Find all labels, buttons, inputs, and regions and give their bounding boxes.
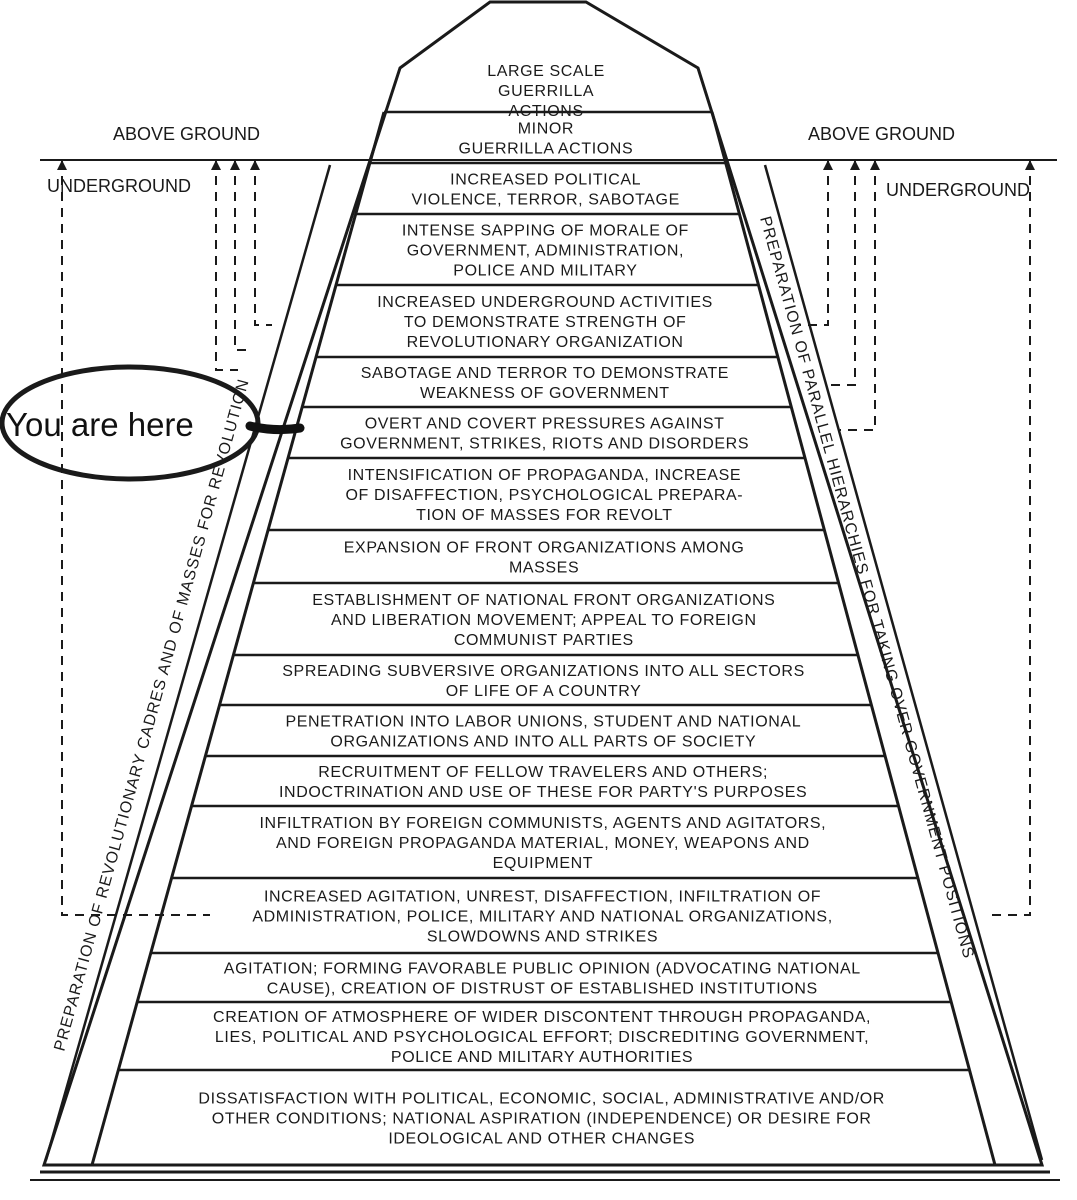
- tier-14-line: INFILTRATION BY FOREIGN COMMUNISTS, AGEN…: [260, 815, 827, 832]
- tier-15-line: ADMINISTRATION, POLICE, MILITARY AND NAT…: [252, 909, 832, 926]
- tier-8-line: OF DISAFFECTION, PSYCHOLOGICAL PREPARA-: [346, 487, 744, 504]
- tier-10-line: AND LIBERATION MOVEMENT; APPEAL TO FOREI…: [331, 612, 757, 629]
- tier-9-line: MASSES: [509, 560, 579, 577]
- tier-4-line: GOVERNMENT, ADMINISTRATION,: [407, 243, 684, 260]
- tier-1-line: GUERRILLA: [498, 83, 594, 100]
- above-ground-left-label: ABOVE GROUND: [113, 124, 260, 144]
- tier-14-line: AND FOREIGN PROPAGANDA MATERIAL, MONEY, …: [276, 835, 810, 852]
- tier-7-line: OVERT AND COVERT PRESSURES AGAINST: [365, 416, 725, 433]
- tier-10-line: COMMUNIST PARTIES: [454, 632, 634, 649]
- tier-18-line: IDEOLOGICAL AND OTHER CHANGES: [388, 1131, 695, 1148]
- tier-9-line: EXPANSION OF FRONT ORGANIZATIONS AMONG: [344, 540, 745, 557]
- tier-6-line: SABOTAGE AND TERROR TO DEMONSTRATE: [361, 365, 729, 382]
- underground-right-label: UNDERGROUND: [886, 180, 1030, 200]
- tier-4-line: INTENSE SAPPING OF MORALE OF: [402, 223, 689, 240]
- tier-1-line: ACTIONS: [508, 103, 583, 120]
- tier-3-line: VIOLENCE, TERROR, SABOTAGE: [411, 192, 679, 209]
- tier-5-line: TO DEMONSTRATE STRENGTH OF: [404, 314, 687, 331]
- pyramid-outline: [41, 0, 1045, 1167]
- tier-1-line: LARGE SCALE: [487, 63, 605, 80]
- tier-4-line: POLICE AND MILITARY: [453, 263, 637, 280]
- left-dashed-connectors: [61, 160, 272, 916]
- right-band-outer-edge: [763, 164, 1044, 1161]
- you-are-here-text: You are here: [6, 406, 194, 443]
- tier-16-line: AGITATION; FORMING FAVORABLE PUBLIC OPIN…: [224, 961, 861, 978]
- tier-15-line: SLOWDOWNS AND STRIKES: [427, 929, 658, 946]
- tier-5-line: REVOLUTIONARY ORGANIZATION: [407, 334, 684, 351]
- left-band-outer-edge: [44, 164, 332, 1161]
- tier-3-line: INCREASED POLITICAL: [450, 172, 641, 189]
- tier-11-line: OF LIFE OF A COUNTRY: [446, 683, 642, 700]
- tier-5-line: INCREASED UNDERGROUND ACTIVITIES: [377, 294, 713, 311]
- tier-2-line: MINOR: [518, 121, 574, 138]
- tier-6-line: WEAKNESS OF GOVERNMENT: [420, 385, 670, 402]
- tier-8-line: TION OF MASSES FOR REVOLT: [416, 507, 673, 524]
- tier-17-line: POLICE AND MILITARY AUTHORITIES: [391, 1049, 693, 1066]
- tier-13-line: RECRUITMENT OF FELLOW TRAVELERS AND OTHE…: [318, 764, 768, 781]
- ground-arrowheads: [57, 160, 1035, 170]
- tier-18-line: DISSATISFACTION WITH POLITICAL, ECONOMIC…: [198, 1091, 885, 1108]
- you-are-here-ellipse: [0, 364, 261, 482]
- tier-7-line: GOVERNMENT, STRIKES, RIOTS AND DISORDERS: [340, 436, 749, 453]
- you-are-here-pointer: [245, 421, 305, 435]
- right-dashed-connectors: [800, 160, 1031, 916]
- tier-17-line: CREATION OF ATMOSPHERE OF WIDER DISCONTE…: [213, 1009, 871, 1026]
- tier-15-line: INCREASED AGITATION, UNREST, DISAFFECTIO…: [264, 889, 821, 906]
- tier-12-line: PENETRATION INTO LABOR UNIONS, STUDENT A…: [285, 714, 801, 731]
- tier-17-line: LIES, POLITICAL AND PSYCHOLOGICAL EFFORT…: [215, 1029, 869, 1046]
- underground-left-label: UNDERGROUND: [47, 176, 191, 196]
- tier-12-line: ORGANIZATIONS AND INTO ALL PARTS OF SOCI…: [330, 734, 756, 751]
- above-ground-right-label: ABOVE GROUND: [808, 124, 955, 144]
- tier-8-line: INTENSIFICATION OF PROPAGANDA, INCREASE: [348, 467, 742, 484]
- tier-14-line: EQUIPMENT: [493, 855, 594, 872]
- right-band-inner-edge: [710, 111, 997, 1166]
- tier-2-line: GUERRILLA ACTIONS: [459, 141, 634, 158]
- tier-10-line: ESTABLISHMENT OF NATIONAL FRONT ORGANIZA…: [312, 592, 775, 609]
- tier-16-line: CAUSE), CREATION OF DISTRUST OF ESTABLIS…: [267, 981, 818, 998]
- tier-11-line: SPREADING SUBVERSIVE ORGANIZATIONS INTO …: [282, 663, 805, 680]
- left-band-inner-edge: [90, 111, 386, 1166]
- tier-18-line: OTHER CONDITIONS; NATIONAL ASPIRATION (I…: [212, 1111, 872, 1128]
- tier-13-line: INDOCTRINATION AND USE OF THESE FOR PART…: [279, 784, 807, 801]
